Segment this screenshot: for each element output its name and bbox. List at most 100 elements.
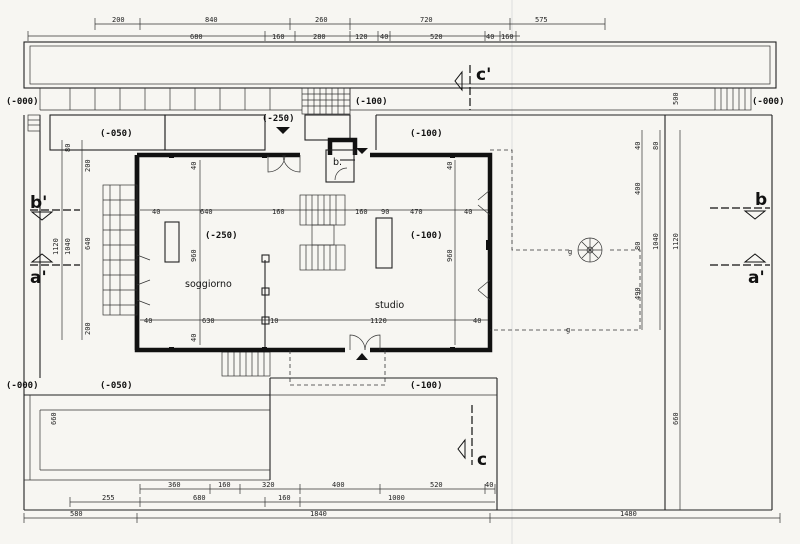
level-south-right: (-100) [410,381,443,391]
dim-intv-4: 40 [446,162,454,170]
level-west-top: (-000) [6,97,39,107]
top-dimension-chain: 200 840 260 720 575 680 160 280 120 40 5… [27,16,606,41]
dim-int-3: 160 [272,208,285,216]
south-porch-outline [289,350,386,386]
dim-bot-6: 40 [485,481,493,489]
level-north-mid: (-100) [355,97,388,107]
level-studio: (-100) [410,231,443,241]
dim-right-3: 400 [634,182,642,195]
dim-intv-5: 40 [190,334,198,342]
level-entry-top: (-250) [262,114,295,124]
dim-right-1: 40 [634,142,642,150]
dim-intv-3: 960 [446,249,454,262]
dim-top-2: 840 [205,16,218,24]
dim-right-6: 1120 [672,233,680,250]
stair-label-2: g [566,326,570,334]
dim-left-5: 200 [84,322,92,335]
section-a-prime-left-label: a' [30,268,47,288]
dim-top2-4: 120 [355,33,368,41]
room-study-label: studio [375,300,404,311]
dim-int-2: 640 [200,208,213,216]
dim-intv-1: 40 [190,162,198,170]
dim-top2-8: 160 [501,33,514,41]
section-c-prime-label: c' [476,65,491,85]
level-living: (-250) [205,231,238,241]
entry-marker-icon [276,127,290,134]
section-marker-b-right [710,207,770,220]
dim-left-4: 640 [84,237,92,250]
dim-intb-4: 1120 [370,317,387,325]
interior-stair [299,194,346,271]
dim-bot2-4: 1000 [388,494,405,502]
dim-bot-1: 360 [168,481,181,489]
section-marker-c-prime [454,65,471,110]
steps-west [27,114,41,132]
dim-left-3: 1040 [64,238,72,255]
dim-int-4: 160 [355,208,368,216]
left-dimension-chain [29,140,83,480]
dim-bot-5: 520 [430,481,443,489]
dim-right-4: 80 [634,242,642,250]
dim-intb-2: 630 [202,317,215,325]
section-c-label: c [477,450,487,470]
dim-top2-1: 680 [190,33,203,41]
dim-right-7: 490 [634,287,642,300]
dim-top-4: 720 [420,16,433,24]
interior-dims [140,160,488,345]
dim-bot-3: 320 [262,481,275,489]
dim-int-1: 40 [152,208,160,216]
dim-bot2-2: 680 [193,494,206,502]
dim-intv-2: 960 [190,249,198,262]
dim-bot-4: 400 [332,481,345,489]
steps-east [714,87,752,111]
east-terrace-outline [490,149,641,331]
dim-bot2-3: 160 [278,494,291,502]
paving-grid [69,88,271,110]
dim-bot2-1: 255 [102,494,115,502]
dim-top2-2: 160 [272,33,285,41]
dim-intb-1: 40 [144,317,152,325]
dim-bot3-2: 1840 [310,510,327,518]
section-b-prime-label: b' [30,193,47,213]
level-west-bottom: (-000) [6,381,39,391]
dim-int-5: 90 [381,208,389,216]
dim-top2-5: 40 [380,33,388,41]
dim-top-1: 200 [112,16,125,24]
section-marker-a-prime-left [30,253,80,266]
section-b-right-label: b [755,190,767,210]
dim-intb-5: 40 [473,317,481,325]
level-north-right: (-100) [410,129,443,139]
dim-right-8: 660 [672,412,680,425]
dim-left-2: 200 [84,159,92,172]
dim-bot3-1: 580 [70,510,83,518]
room-b-label: b. [333,157,342,168]
dim-top2-3: 280 [313,33,326,41]
dim-intb-3: 10 [270,317,278,325]
dim-right-2: 80 [652,142,660,150]
right-dimension-chain [641,130,681,510]
dim-bot3-3: 1480 [620,510,637,518]
dim-left-7: 660 [50,412,58,425]
section-a-prime-right-label: a' [748,268,765,288]
dim-right-5: 1040 [652,233,660,250]
dim-left-6: 1120 [52,238,60,255]
dim-top-3: 260 [315,16,328,24]
room-living-label: soggiorno [185,279,232,290]
door-marker-icon [356,148,368,154]
section-marker-c [457,405,473,465]
level-east-top: (-000) [752,97,785,107]
bottom-dimension-chain [23,484,781,523]
section-marker-b-prime [30,209,80,221]
fixed-furniture [164,217,393,325]
dim-int-6: 470 [410,208,423,216]
level-terrace-sw: (-050) [100,381,133,391]
dim-left-1: 80 [64,144,72,152]
south-door-marker-icon [356,353,368,360]
stair-label-1: g [568,248,572,256]
section-marker-a-prime-right [710,253,770,266]
glazed-bay [102,184,138,316]
dim-bot-2: 160 [218,481,231,489]
door-swings [136,154,491,351]
dim-top2-7: 40 [486,33,494,41]
